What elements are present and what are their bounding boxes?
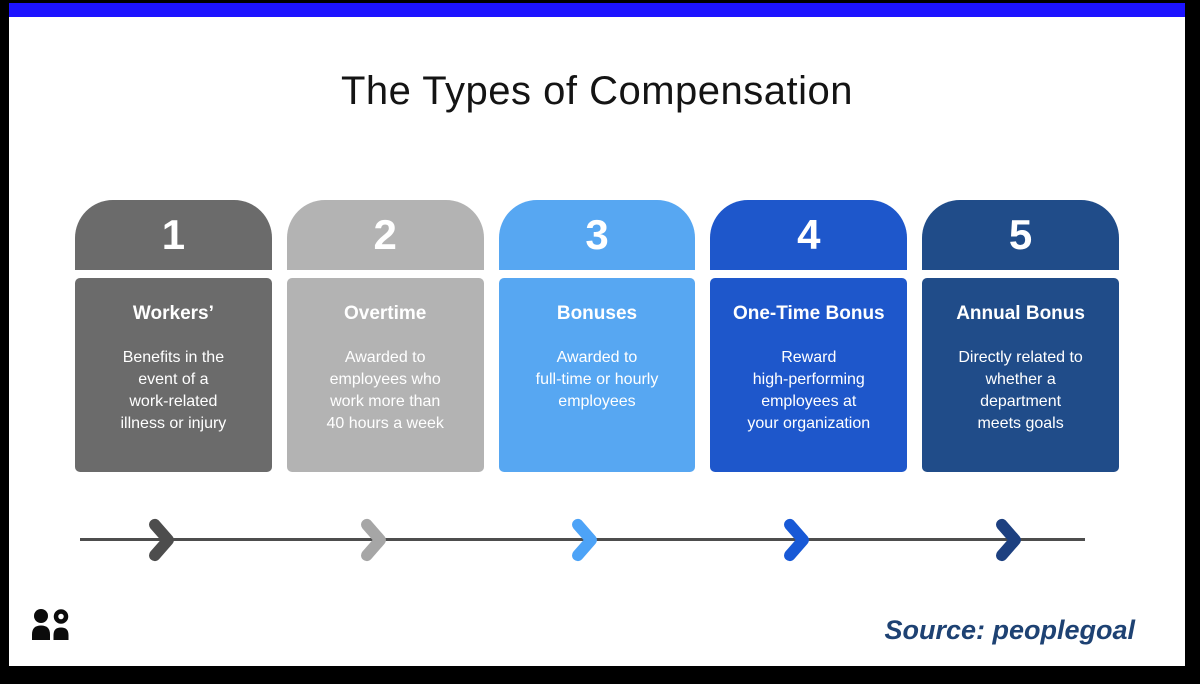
card-number-header: 3	[498, 200, 696, 270]
card-bonuses: 3 Bonuses Awarded to full-time or hourly…	[498, 200, 696, 472]
card-number: 2	[373, 211, 397, 258]
card-heading: One-Time Bonus	[732, 303, 885, 324]
card-description: Benefits in the event of a work-related …	[120, 349, 227, 433]
card-body: Overtime Awarded to employees who work m…	[286, 278, 484, 472]
card-description: Directly related to whether a department…	[958, 349, 1083, 433]
card-heading: Bonuses	[556, 303, 638, 324]
card-heading: Overtime	[344, 303, 427, 324]
card-body: One-Time Bonus Reward high-performing em…	[710, 278, 908, 472]
card-description: Awarded to employees who work more than …	[326, 349, 444, 433]
timeline	[9, 508, 1185, 572]
chevron-right-icon	[784, 518, 810, 562]
page-title: The Types of Compensation	[340, 69, 854, 113]
card-number: 4	[797, 211, 821, 258]
card-body: Workers’ Benefits in the event of a work…	[75, 278, 272, 472]
accent-bar	[9, 3, 1185, 17]
card-heading: Workers’	[132, 303, 214, 324]
card-workers: 1 Workers’ Benefits in the event of a wo…	[75, 200, 272, 472]
card-overtime: 2 Overtime Awarded to employees who work…	[286, 200, 484, 472]
card-heading: Annual Bonus	[956, 303, 1085, 324]
card-number-header: 1	[75, 200, 272, 270]
card-number: 1	[161, 211, 186, 258]
card-number: 3	[585, 211, 609, 258]
cards-row: 1 Workers’ Benefits in the event of a wo…	[75, 200, 1119, 472]
card-description: Reward high-performing employees at your…	[747, 349, 871, 433]
card-one-time-bonus: 4 One-Time Bonus Reward high-performing …	[710, 200, 908, 472]
slide: The Types of Compensation 1 Workers’ Ben…	[9, 3, 1185, 666]
card-number-header: 4	[710, 200, 908, 270]
people-icon	[32, 609, 69, 640]
peoplegoal-logo	[32, 609, 70, 647]
timeline-markers	[75, 508, 1119, 572]
card-number: 5	[1008, 211, 1033, 258]
chevron-right-icon	[572, 518, 598, 562]
timeline-line	[80, 538, 1085, 541]
card-description: Awarded to full-time or hourly employees	[535, 349, 659, 411]
card-annual-bonus: 5 Annual Bonus Directly related to wheth…	[922, 200, 1119, 472]
chevron-right-icon	[148, 518, 174, 562]
card-body: Bonuses Awarded to full-time or hourly e…	[498, 278, 696, 472]
chevron-right-icon	[360, 518, 386, 562]
source-credit: Source: peoplegoal	[884, 615, 1135, 645]
card-number-header: 5	[922, 200, 1119, 270]
card-body: Annual Bonus Directly related to whether…	[922, 278, 1119, 472]
card-number-header: 2	[286, 200, 484, 270]
chevron-right-icon	[996, 518, 1022, 562]
